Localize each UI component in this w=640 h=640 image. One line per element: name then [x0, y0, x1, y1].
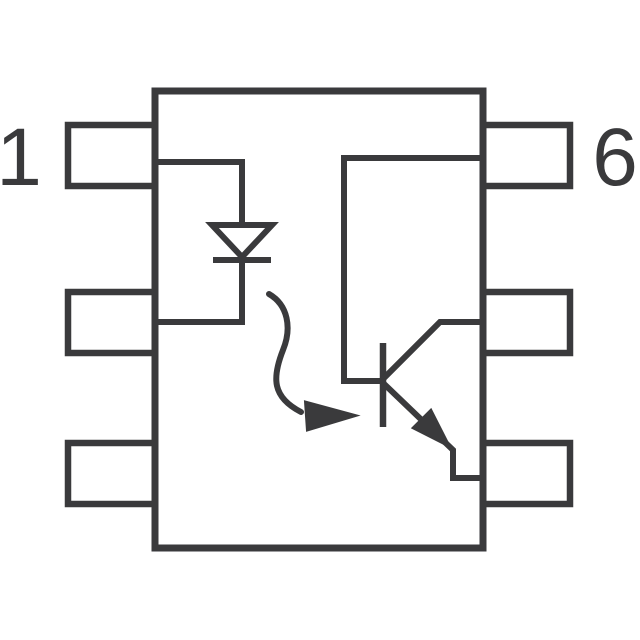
light-arrow-curve — [266, 291, 304, 415]
pin-4-lead — [479, 439, 574, 508]
pin-2-lead — [64, 288, 159, 357]
light-coupling-arrow — [266, 291, 361, 432]
led-cathode-lead — [155, 260, 245, 325]
phototransistor-symbol — [341, 155, 483, 481]
pin-6-lead — [479, 121, 574, 190]
pin-1-label: 1 — [0, 112, 42, 203]
transistor-emitter-lead — [378, 378, 483, 481]
led-triangle — [205, 222, 279, 262]
transistor-base-lead — [341, 155, 483, 384]
transistor-emitter-arrow-icon — [410, 407, 453, 450]
led-anode-lead — [155, 159, 245, 225]
transistor-collector-lead — [378, 319, 483, 384]
led-symbol — [155, 159, 279, 325]
pin-3-lead — [64, 439, 159, 508]
pin-5-lead — [479, 288, 574, 357]
pin-6-label: 6 — [592, 112, 638, 203]
light-arrow-head-icon — [303, 400, 361, 432]
pin-1-lead — [64, 121, 159, 190]
package-leads — [64, 121, 574, 508]
